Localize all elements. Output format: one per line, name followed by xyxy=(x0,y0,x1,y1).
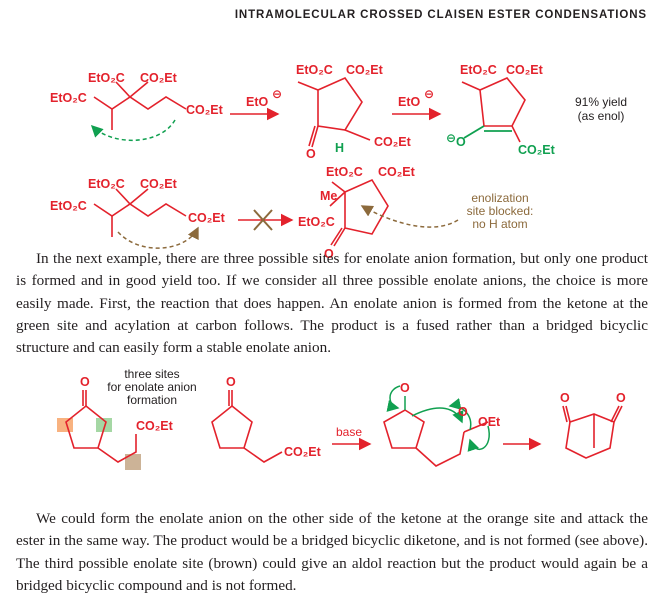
label-eto2c: EtO₂C xyxy=(50,199,87,213)
label-co2et: CO₂Et xyxy=(284,445,322,459)
green-curved-arrow xyxy=(90,119,176,142)
ring3 xyxy=(344,178,389,235)
ring2 xyxy=(479,77,526,127)
yield-note: (as enol) xyxy=(578,109,625,123)
label-o: O xyxy=(458,405,468,419)
label-co2et: CO₂Et xyxy=(136,419,174,433)
label-o: O xyxy=(324,247,334,261)
label-co2et: CO₂Et xyxy=(346,63,384,77)
label-oet: OEt xyxy=(478,415,501,429)
brown-curved-arrow-1 xyxy=(117,226,199,249)
label-eto2c: EtO₂C xyxy=(88,71,125,85)
label-o: O xyxy=(560,391,570,405)
label-eto2c: EtO₂C xyxy=(296,63,333,77)
paragraph-1: In the next example, there are three pos… xyxy=(16,248,648,359)
sites-note-3: formation xyxy=(127,393,177,407)
blocked-note-2: site blocked: xyxy=(467,204,534,218)
label-co2et: CO₂Et xyxy=(506,63,544,77)
sites-note-1: three sites xyxy=(124,367,179,381)
sites-note-2: for enolate anion xyxy=(107,380,196,394)
label-co2et: CO₂Et xyxy=(188,211,226,225)
label-base: base xyxy=(336,425,362,439)
paragraph-2-text: We could form the enolate anion on the o… xyxy=(16,510,648,594)
sm2-skeleton xyxy=(93,203,187,217)
label-co2et: CO₂Et xyxy=(378,165,416,179)
brown-curved-arrow-2 xyxy=(360,205,459,228)
label-co2et: CO₂Et xyxy=(374,135,412,149)
paragraph-1-text: In the next example, there are three pos… xyxy=(16,250,648,357)
label-co2et: CO₂Et xyxy=(140,71,178,85)
label-h: H xyxy=(335,141,344,155)
scheme-claisen-condensation: EtO₂C CO₂Et EtO₂C CO₂Et EtO ⊖ EtO₂C CO₂E… xyxy=(50,63,627,261)
label-o: O xyxy=(400,381,410,395)
label-o: O xyxy=(456,135,466,149)
label-o: O xyxy=(616,391,626,405)
sm1-skeleton xyxy=(93,96,187,110)
site-brown xyxy=(125,454,141,470)
blocked-note-3: no H atom xyxy=(472,217,527,231)
charge-minus: ⊖ xyxy=(272,87,282,101)
label-eto2c: EtO₂C xyxy=(50,91,87,105)
cross-mark xyxy=(253,209,273,231)
site-orange xyxy=(57,418,73,432)
ring1 xyxy=(317,77,363,131)
site-green xyxy=(96,418,112,432)
charge-minus: ⊖ xyxy=(424,87,434,101)
scheme-enolate-sites: O CO₂Et O CO₂Et O O OEt O O base three s… xyxy=(57,367,626,470)
paragraph-2: We could form the enolate anion on the o… xyxy=(16,508,648,597)
label-co2et: CO₂Et xyxy=(186,103,224,117)
label-eto: EtO xyxy=(398,95,421,109)
label-eto2c: EtO₂C xyxy=(326,165,363,179)
label-co2et: CO₂Et xyxy=(518,143,556,157)
sm1-arms xyxy=(111,81,149,130)
label-o: O xyxy=(306,147,316,161)
label-eto: EtO xyxy=(246,95,269,109)
label-me: Me xyxy=(320,189,337,203)
label-o: O xyxy=(80,375,90,389)
yield-text: 91% yield xyxy=(575,95,627,109)
label-eto2c: EtO₂C xyxy=(298,215,335,229)
label-co2et: CO₂Et xyxy=(140,177,178,191)
blocked-note-1: enolization xyxy=(471,191,528,205)
label-eto2c: EtO₂C xyxy=(460,63,497,77)
label-o: O xyxy=(226,375,236,389)
running-header: INTRAMOLECULAR CROSSED CLAISEN ESTER CON… xyxy=(234,9,647,21)
charge-minus: ⊖ xyxy=(446,131,456,145)
label-eto2c: EtO₂C xyxy=(88,177,125,191)
